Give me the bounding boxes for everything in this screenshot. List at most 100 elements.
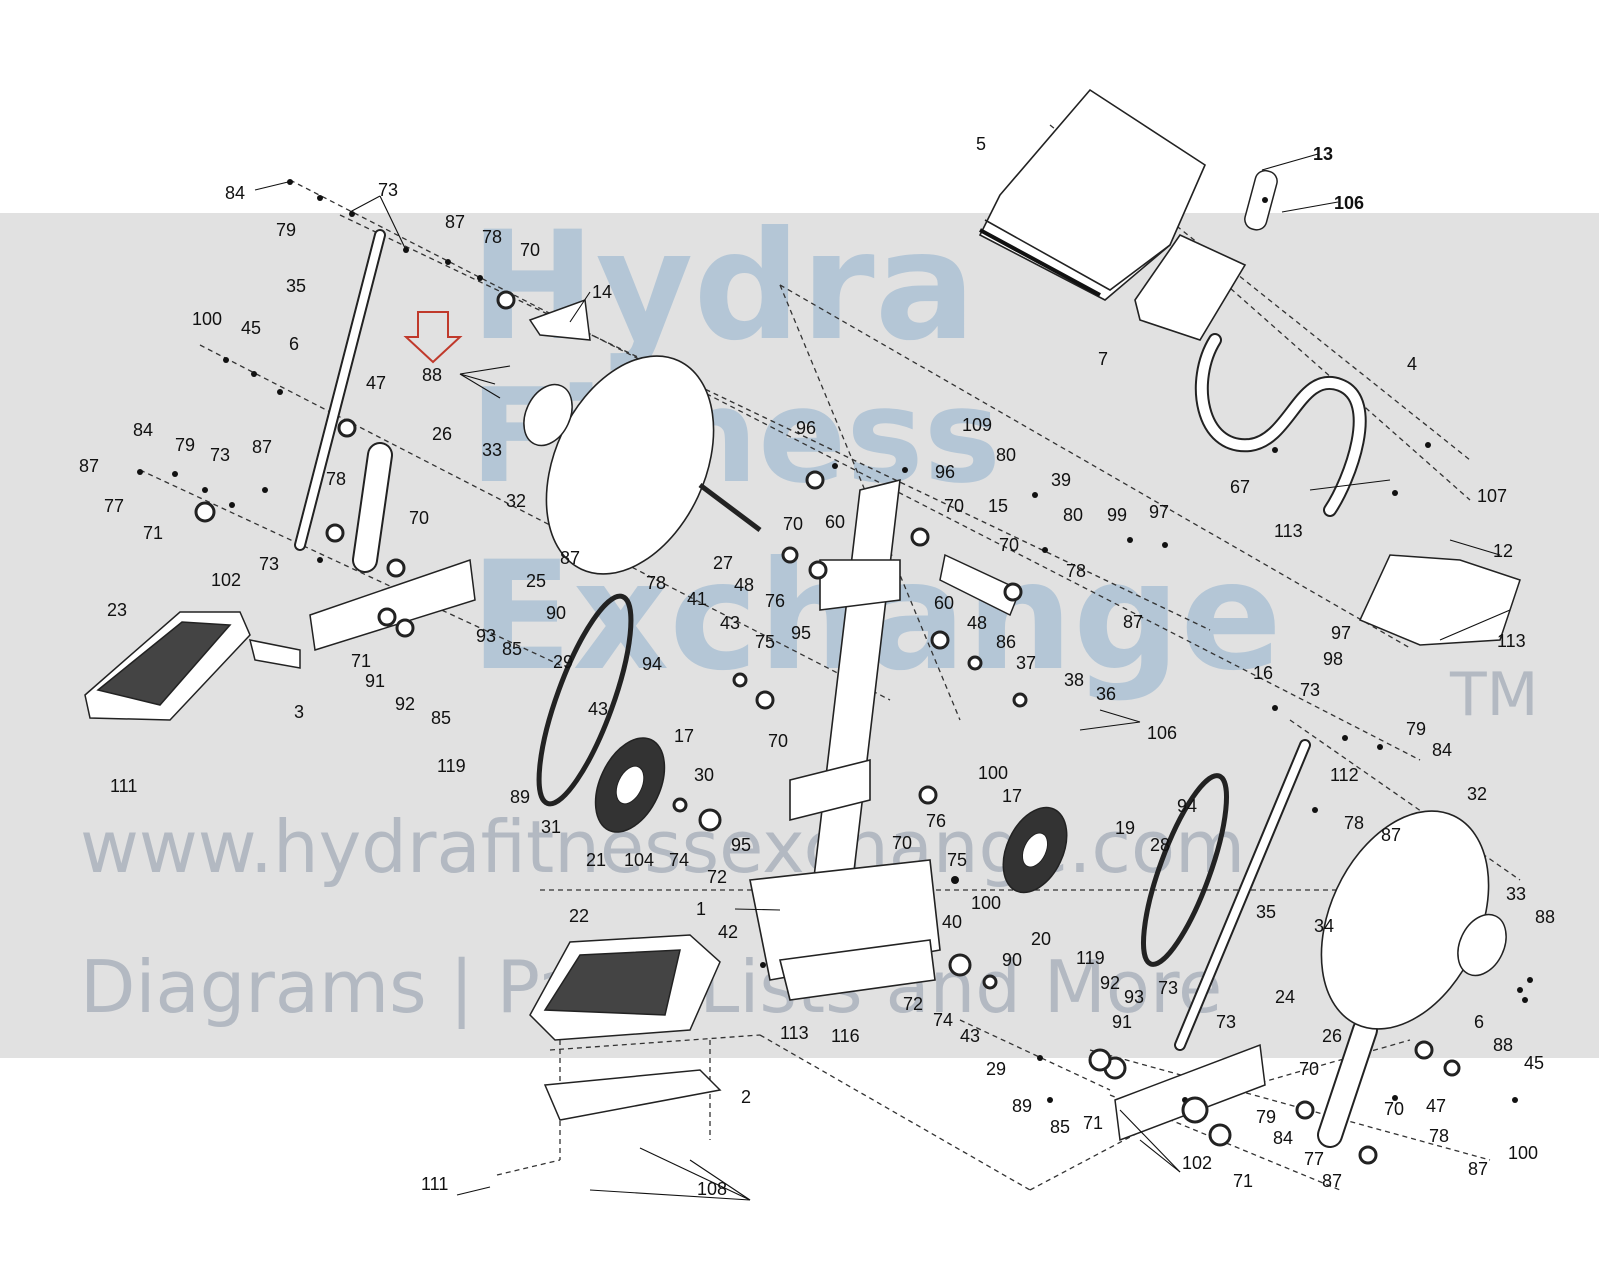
callout-39: 39 xyxy=(1051,470,1072,490)
callout-111: 111 xyxy=(421,1174,449,1194)
callout-109: 109 xyxy=(962,415,993,435)
callout-73: 73 xyxy=(1300,680,1321,700)
callout-76: 76 xyxy=(765,591,786,611)
callout-35: 35 xyxy=(286,276,307,296)
callout-17: 17 xyxy=(674,726,695,746)
callout-116: 116 xyxy=(831,1026,860,1046)
callout-73: 73 xyxy=(378,180,399,200)
callout-90: 90 xyxy=(1002,950,1023,970)
callout-38: 38 xyxy=(1064,670,1085,690)
callout-74: 74 xyxy=(933,1010,954,1030)
callout-31: 31 xyxy=(541,817,562,837)
callout-71: 71 xyxy=(143,523,164,543)
callout-102: 102 xyxy=(211,570,242,590)
callout-84: 84 xyxy=(225,183,246,203)
callout-70: 70 xyxy=(1384,1099,1405,1119)
callout-29: 29 xyxy=(553,652,574,672)
callout-108: 108 xyxy=(697,1179,728,1199)
callout-78: 78 xyxy=(1429,1126,1450,1146)
callout-15: 15 xyxy=(988,496,1009,516)
watermark-brand-line-1: Hydra xyxy=(470,200,976,374)
callout-100: 100 xyxy=(978,763,1009,783)
callout-75: 75 xyxy=(947,850,968,870)
callout-89: 89 xyxy=(1012,1096,1033,1116)
watermark-trademark: TM xyxy=(1450,660,1539,730)
callout-72: 72 xyxy=(707,867,728,887)
callout-92: 92 xyxy=(1100,973,1121,993)
callout-4: 4 xyxy=(1407,354,1418,374)
callout-70: 70 xyxy=(1299,1059,1320,1079)
callout-48: 48 xyxy=(967,613,988,633)
callout-70: 70 xyxy=(892,833,913,853)
callout-32: 32 xyxy=(506,491,527,511)
callout-16: 16 xyxy=(1253,663,1274,683)
callout-107: 107 xyxy=(1477,486,1508,506)
callout-85: 85 xyxy=(1050,1117,1071,1137)
callout-42: 42 xyxy=(718,922,739,942)
callout-113: 113 xyxy=(780,1023,809,1043)
callout-6: 6 xyxy=(289,334,300,354)
callout-91: 91 xyxy=(1112,1012,1133,1032)
callout-74: 74 xyxy=(669,850,690,870)
callout-13: 13 xyxy=(1313,144,1334,164)
callout-78: 78 xyxy=(482,227,503,247)
callout-77: 77 xyxy=(1304,1149,1325,1169)
callout-87: 87 xyxy=(1381,825,1402,845)
callout-106: 106 xyxy=(1147,723,1178,743)
callout-47: 47 xyxy=(366,373,387,393)
callout-47: 47 xyxy=(1426,1096,1447,1116)
highlight-arrow xyxy=(403,311,463,364)
callout-96: 96 xyxy=(935,462,956,482)
callout-71: 71 xyxy=(351,651,372,671)
callout-87: 87 xyxy=(79,456,100,476)
callout-77: 77 xyxy=(104,496,125,516)
callout-119: 119 xyxy=(437,756,466,776)
callout-12: 12 xyxy=(1493,541,1514,561)
callout-112: 112 xyxy=(1330,765,1359,785)
callout-88-highlighted: 88 xyxy=(422,365,443,385)
callout-25: 25 xyxy=(526,571,547,591)
callout-113: 113 xyxy=(1497,631,1526,651)
callout-111: 111 xyxy=(110,776,138,796)
callout-93: 93 xyxy=(1124,987,1145,1007)
callout-19: 19 xyxy=(1115,818,1136,838)
callout-30: 30 xyxy=(694,765,715,785)
callout-37: 37 xyxy=(1016,653,1037,673)
callout-48: 48 xyxy=(734,575,755,595)
callout-97: 97 xyxy=(1331,623,1352,643)
callout-84: 84 xyxy=(1273,1128,1294,1148)
callout-119: 119 xyxy=(1076,948,1105,968)
callout-93: 93 xyxy=(476,626,497,646)
callout-43: 43 xyxy=(960,1026,981,1046)
callout-73: 73 xyxy=(210,445,231,465)
callout-6: 6 xyxy=(1474,1012,1485,1032)
callout-3: 3 xyxy=(294,702,305,722)
callout-99: 99 xyxy=(1107,505,1128,525)
callout-92: 92 xyxy=(395,694,416,714)
callout-79: 79 xyxy=(175,435,196,455)
callout-33: 33 xyxy=(1506,884,1527,904)
callout-28: 28 xyxy=(1150,835,1171,855)
callout-72: 72 xyxy=(903,994,924,1014)
callout-21: 21 xyxy=(586,850,607,870)
callout-87: 87 xyxy=(1468,1159,1489,1179)
callout-89: 89 xyxy=(510,787,531,807)
callout-75: 75 xyxy=(755,632,776,652)
callout-76: 76 xyxy=(926,811,947,831)
callout-80: 80 xyxy=(1063,505,1084,525)
callout-36: 36 xyxy=(1096,684,1117,704)
callout-100: 100 xyxy=(192,309,223,329)
callout-20: 20 xyxy=(1031,929,1052,949)
callout-87: 87 xyxy=(1123,612,1144,632)
callout-5: 5 xyxy=(976,134,987,154)
callout-45: 45 xyxy=(1524,1053,1545,1073)
callout-1: 1 xyxy=(696,899,707,919)
callout-88: 88 xyxy=(1535,907,1556,927)
callout-86: 86 xyxy=(996,632,1017,652)
callout-26: 26 xyxy=(1322,1026,1343,1046)
callout-70: 70 xyxy=(520,240,541,260)
callout-24: 24 xyxy=(1275,987,1296,1007)
callout-79: 79 xyxy=(1256,1107,1277,1127)
